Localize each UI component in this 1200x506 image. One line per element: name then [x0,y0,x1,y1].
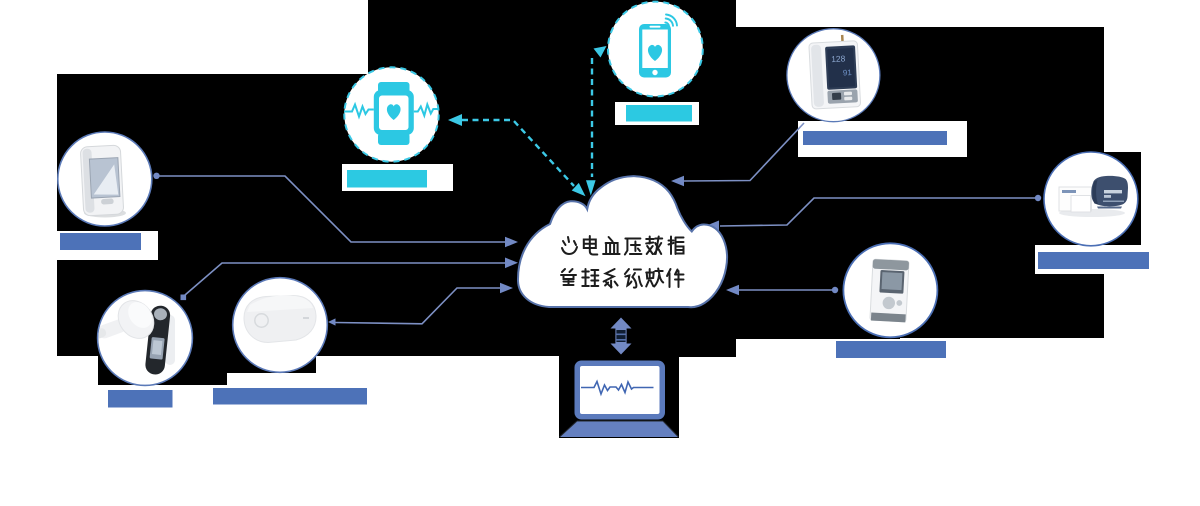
svg-text:91: 91 [843,68,853,77]
svg-text:128: 128 [831,53,846,64]
